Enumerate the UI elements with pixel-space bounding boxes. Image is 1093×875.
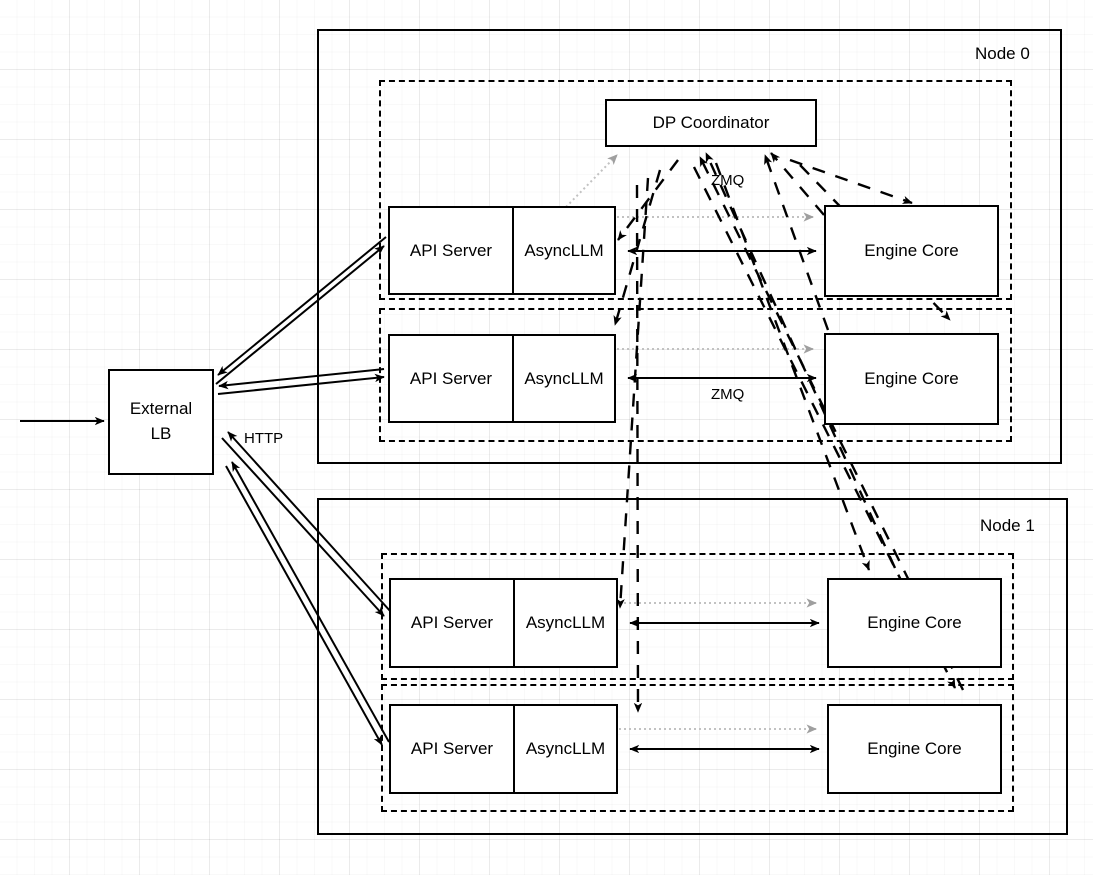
asyncllm-label: AsyncLLM: [524, 368, 604, 388]
api-server-asyncllm-node1-rank1[interactable]: API Server AsyncLLM: [389, 704, 618, 794]
edge-lb-node0-rank0-out: [215, 245, 385, 385]
api-server-asyncllm-node0-rank0[interactable]: API Server AsyncLLM: [388, 206, 616, 295]
engine-core-label: Engine Core: [864, 241, 959, 260]
external-lb-label-line2: LB: [150, 424, 172, 443]
api-server-cell[interactable]: API Server: [391, 706, 515, 792]
asyncllm-cell[interactable]: AsyncLLM: [514, 336, 614, 421]
asyncllm-label: AsyncLLM: [525, 613, 606, 632]
edge-lb-node1-rank1-out: [225, 465, 383, 746]
zmq-label-node0-rank1: ZMQ: [711, 386, 745, 403]
rank-group-node0-rank1: [379, 308, 1012, 442]
api-server-label: API Server: [410, 739, 494, 758]
api-server-cell[interactable]: API Server: [390, 208, 514, 293]
dp-coordinator-label: DP Coordinator: [652, 113, 770, 132]
engine-core-node1-rank0[interactable]: Engine Core: [827, 578, 1002, 668]
rank-group-node1-rank0: [381, 553, 1014, 680]
asyncllm-cell[interactable]: AsyncLLM: [515, 580, 616, 666]
edge-lb-node1-rank0-in: [227, 431, 392, 613]
engine-core-label: Engine Core: [867, 613, 962, 632]
edge-lb-node1-rank0-out: [221, 437, 385, 617]
api-server-asyncllm-node1-rank0[interactable]: API Server AsyncLLM: [389, 578, 618, 668]
edge-dash-coord-to-node1-rank0-core: [714, 162, 871, 571]
engine-core-node0-rank0[interactable]: Engine Core: [824, 205, 999, 297]
node-label-node0: Node 0: [975, 44, 1030, 63]
rank-group-node1-rank1: [381, 684, 1014, 812]
api-server-asyncllm-node0-rank1[interactable]: API Server AsyncLLM: [388, 334, 616, 423]
engine-core-label: Engine Core: [864, 369, 959, 388]
api-server-cell[interactable]: API Server: [390, 336, 514, 421]
asyncllm-cell[interactable]: AsyncLLM: [515, 706, 616, 792]
api-server-label: API Server: [409, 368, 493, 388]
edge-dash-coord-to-node1-rank1-asyncllm: [633, 184, 643, 713]
rank-group-node0-rank0: [379, 80, 1012, 300]
dp-coordinator-box[interactable]: DP Coordinator: [605, 99, 817, 147]
node-label-node1: Node 1: [980, 516, 1035, 535]
asyncllm-label: AsyncLLM: [525, 739, 606, 758]
edge-lb-node0-rank1-in: [218, 368, 385, 390]
node-container-node1: [317, 498, 1068, 835]
edge-dash-coord-to-node0-rank1-asyncllm: [613, 169, 662, 326]
edge-lb-node0-rank1-out: [217, 373, 385, 395]
edge-lb-node1-rank1-in: [231, 461, 390, 743]
api-server-label: API Server: [409, 240, 493, 260]
edge-lb-node0-rank0-in: [217, 236, 387, 376]
external-lb-label-line1: External: [129, 399, 193, 419]
engine-core-label: Engine Core: [867, 739, 962, 758]
engine-core-node0-rank1[interactable]: Engine Core: [824, 333, 999, 425]
edge-dash-coord-to-node0-rank0-asyncllm: [617, 159, 679, 241]
api-server-cell[interactable]: API Server: [391, 580, 515, 666]
external-lb-box[interactable]: External LB: [108, 369, 214, 475]
node-container-node0: [317, 29, 1062, 464]
api-server-label: API Server: [410, 613, 494, 632]
asyncllm-label: AsyncLLM: [524, 240, 604, 260]
engine-core-node1-rank1[interactable]: Engine Core: [827, 704, 1002, 794]
http-label: HTTP: [244, 430, 284, 447]
edge-dotted-asyncllm-to-coordinator: [565, 154, 618, 208]
asyncllm-cell[interactable]: AsyncLLM: [514, 208, 614, 293]
edge-dash-coord-to-node0-rank0-core: [789, 158, 913, 205]
edge-dash-node0-rank1-core-to-coord: [763, 154, 830, 331]
zmq-label-node0-rank0: ZMQ: [711, 172, 745, 189]
